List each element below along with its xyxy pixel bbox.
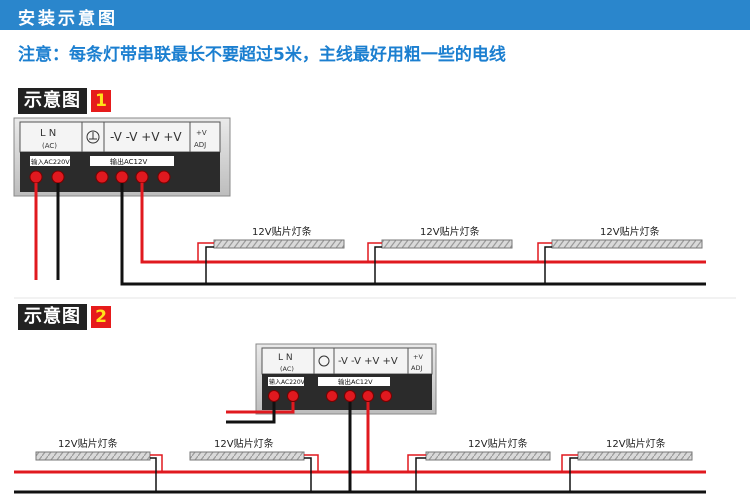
terminal-screw	[287, 390, 299, 402]
psu-adj-top: +V	[413, 353, 423, 361]
led-strip-body	[425, 451, 551, 461]
terminal-screw	[29, 170, 43, 184]
psu-terminal-ac: (AC)	[280, 365, 294, 373]
strip-label: 12V贴片灯条	[58, 437, 118, 450]
diagram-1-title: 示意图	[18, 88, 87, 114]
psu-terminal-outputs: -V -V +V +V	[110, 130, 182, 144]
led-strip-5: 12V贴片灯条	[189, 437, 319, 492]
led-strip-body	[35, 451, 151, 461]
header-title: 安装示意图	[18, 9, 118, 29]
bus-wire-black	[120, 183, 706, 286]
led-strip-body	[213, 239, 345, 249]
strip-label: 12V贴片灯条	[420, 225, 480, 238]
led-strip-7: 12V贴片灯条	[561, 437, 693, 492]
terminal-screw	[115, 170, 129, 184]
diagram-2-title: 示意图	[18, 304, 87, 330]
bus-wire-red	[140, 183, 706, 264]
ground-icon	[318, 355, 330, 367]
psu-input-label-box	[30, 156, 70, 166]
strip-label: 12V贴片灯条	[606, 437, 666, 450]
strip-label: 12V贴片灯条	[252, 225, 312, 238]
led-strip-6: 12V贴片灯条	[407, 437, 551, 492]
terminal-screw	[326, 390, 338, 402]
led-strip-body	[577, 451, 693, 461]
psu-terminal-ac: (AC)	[42, 142, 57, 150]
terminal-screw	[135, 170, 149, 184]
strip-label: 12V贴片灯条	[600, 225, 660, 238]
psu-output-label: 输出AC12V	[110, 157, 147, 166]
psu-input-label-box	[268, 377, 304, 386]
ground-icon	[86, 130, 100, 144]
psu-terminal-plate	[261, 347, 433, 375]
diagram-1: L N (AC) -V -V +V +V +V ADJ 输入AC220V 输出A…	[13, 117, 706, 286]
psu-input-label: 输入AC220V	[31, 157, 70, 166]
led-strip-body	[189, 451, 305, 461]
installation-note: 注意：每条灯带串联最长不要超过5米，主线最好用粗一些的电线	[18, 45, 506, 65]
diagram-1-label: 示意图 1	[18, 88, 111, 114]
input-wire-black	[226, 402, 276, 424]
terminal-screw	[344, 390, 356, 402]
psu-adj-bottom: ADJ	[194, 141, 206, 149]
terminal-screw	[157, 170, 171, 184]
psu-terminal-ln: L N	[278, 353, 293, 363]
led-strip-1: 12V贴片灯条	[197, 225, 345, 284]
terminal-screw	[51, 170, 65, 184]
psu-input-label: 输入AC220V	[269, 378, 306, 386]
terminal-screw	[362, 390, 374, 402]
strip-label: 12V贴片灯条	[468, 437, 528, 450]
led-strip-3: 12V贴片灯条	[537, 225, 703, 284]
psu-output-label: 输出AC12V	[338, 377, 373, 386]
psu-adj-bottom: ADJ	[411, 364, 422, 372]
power-supply-2: L N (AC) -V -V +V +V +V ADJ 输入AC220V 输出A…	[255, 343, 437, 415]
led-strip-4: 12V贴片灯条	[35, 437, 163, 492]
psu-output-label-box	[90, 156, 174, 166]
header-bar: 安装示意图	[0, 0, 750, 30]
led-strip-body	[381, 239, 513, 249]
psu-output-label-box	[318, 377, 390, 386]
terminal-screw	[95, 170, 109, 184]
diagram-1-number: 1	[91, 90, 111, 112]
led-strip-2: 12V贴片灯条	[367, 225, 513, 284]
terminal-screw	[380, 390, 392, 402]
input-wire-red	[226, 402, 295, 414]
diagram-2-label: 示意图 2	[18, 304, 111, 330]
led-strip-body	[551, 239, 703, 249]
psu-adj-top: +V	[196, 129, 207, 137]
strip-label: 12V贴片灯条	[214, 437, 274, 450]
psu-terminal-ln: L N	[40, 128, 56, 139]
psu-terminal-plate	[19, 121, 221, 153]
diagram-2: L N (AC) -V -V +V +V +V ADJ 输入AC220V 输出A…	[14, 343, 706, 494]
diagram-2-number: 2	[91, 306, 111, 328]
terminal-screw	[268, 390, 280, 402]
psu-terminal-outputs: -V -V +V +V	[338, 356, 398, 367]
